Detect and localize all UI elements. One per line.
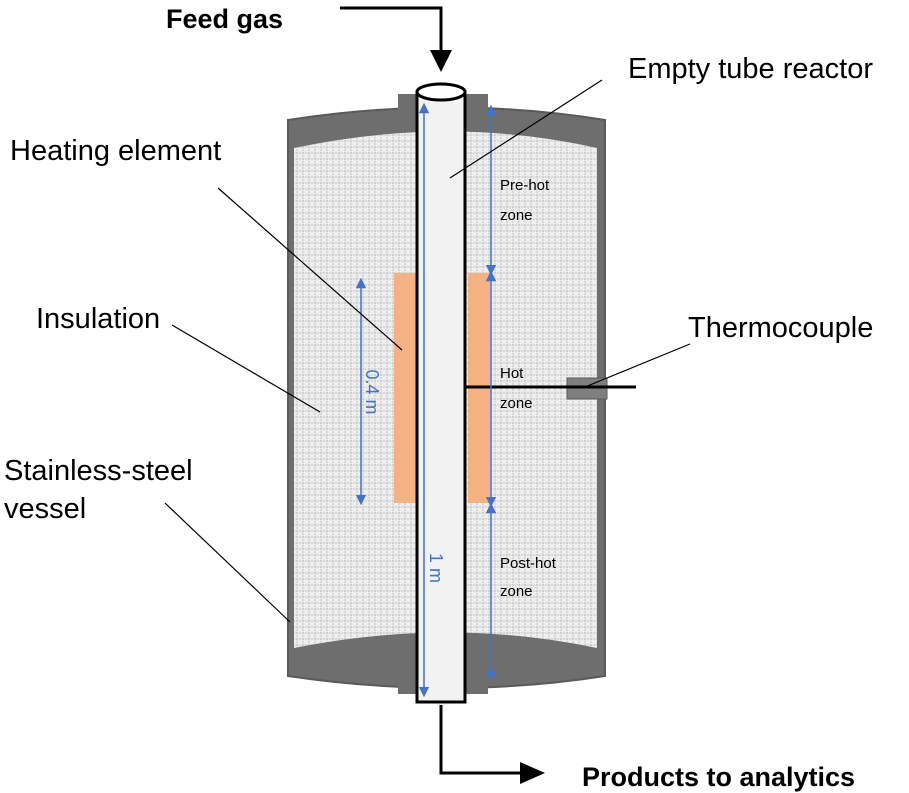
- thermocouple-leader-line: [584, 343, 691, 388]
- vessel-label-line1: Stainless-steel: [4, 455, 193, 487]
- products-label: Products to analytics: [582, 762, 855, 792]
- vessel-label-line2: vessel: [4, 493, 86, 525]
- heater-length-label: 0.4 m: [362, 369, 382, 414]
- empty-tube-reactor-label: Empty tube reactor: [628, 53, 873, 85]
- hot-zone-label-line2: zone: [500, 395, 533, 412]
- hot-zone-label-line1: Hot: [500, 365, 524, 382]
- insulation-label: Insulation: [36, 303, 160, 335]
- prehot-zone-label-line2: zone: [500, 207, 533, 224]
- feed-gas-label: Feed gas: [166, 4, 283, 34]
- vessel-leader-line: [164, 502, 291, 623]
- feed-gas-arrow: [340, 6, 452, 72]
- tube-leader-line: [449, 79, 603, 179]
- posthot-zone-label-line1: Post-hot: [500, 555, 557, 572]
- insulation-leader-line: [171, 324, 321, 413]
- heating-element-label: Heating element: [10, 135, 221, 167]
- tube-length-label: 1 m: [426, 553, 446, 583]
- posthot-zone-label-line2: zone: [500, 583, 533, 600]
- products-arrow: [439, 705, 545, 784]
- prehot-zone-label-line1: Pre-hot: [500, 177, 550, 194]
- heating-leader-line: [217, 187, 403, 351]
- thermocouple: [463, 377, 636, 400]
- thermocouple-label: Thermocouple: [688, 312, 873, 344]
